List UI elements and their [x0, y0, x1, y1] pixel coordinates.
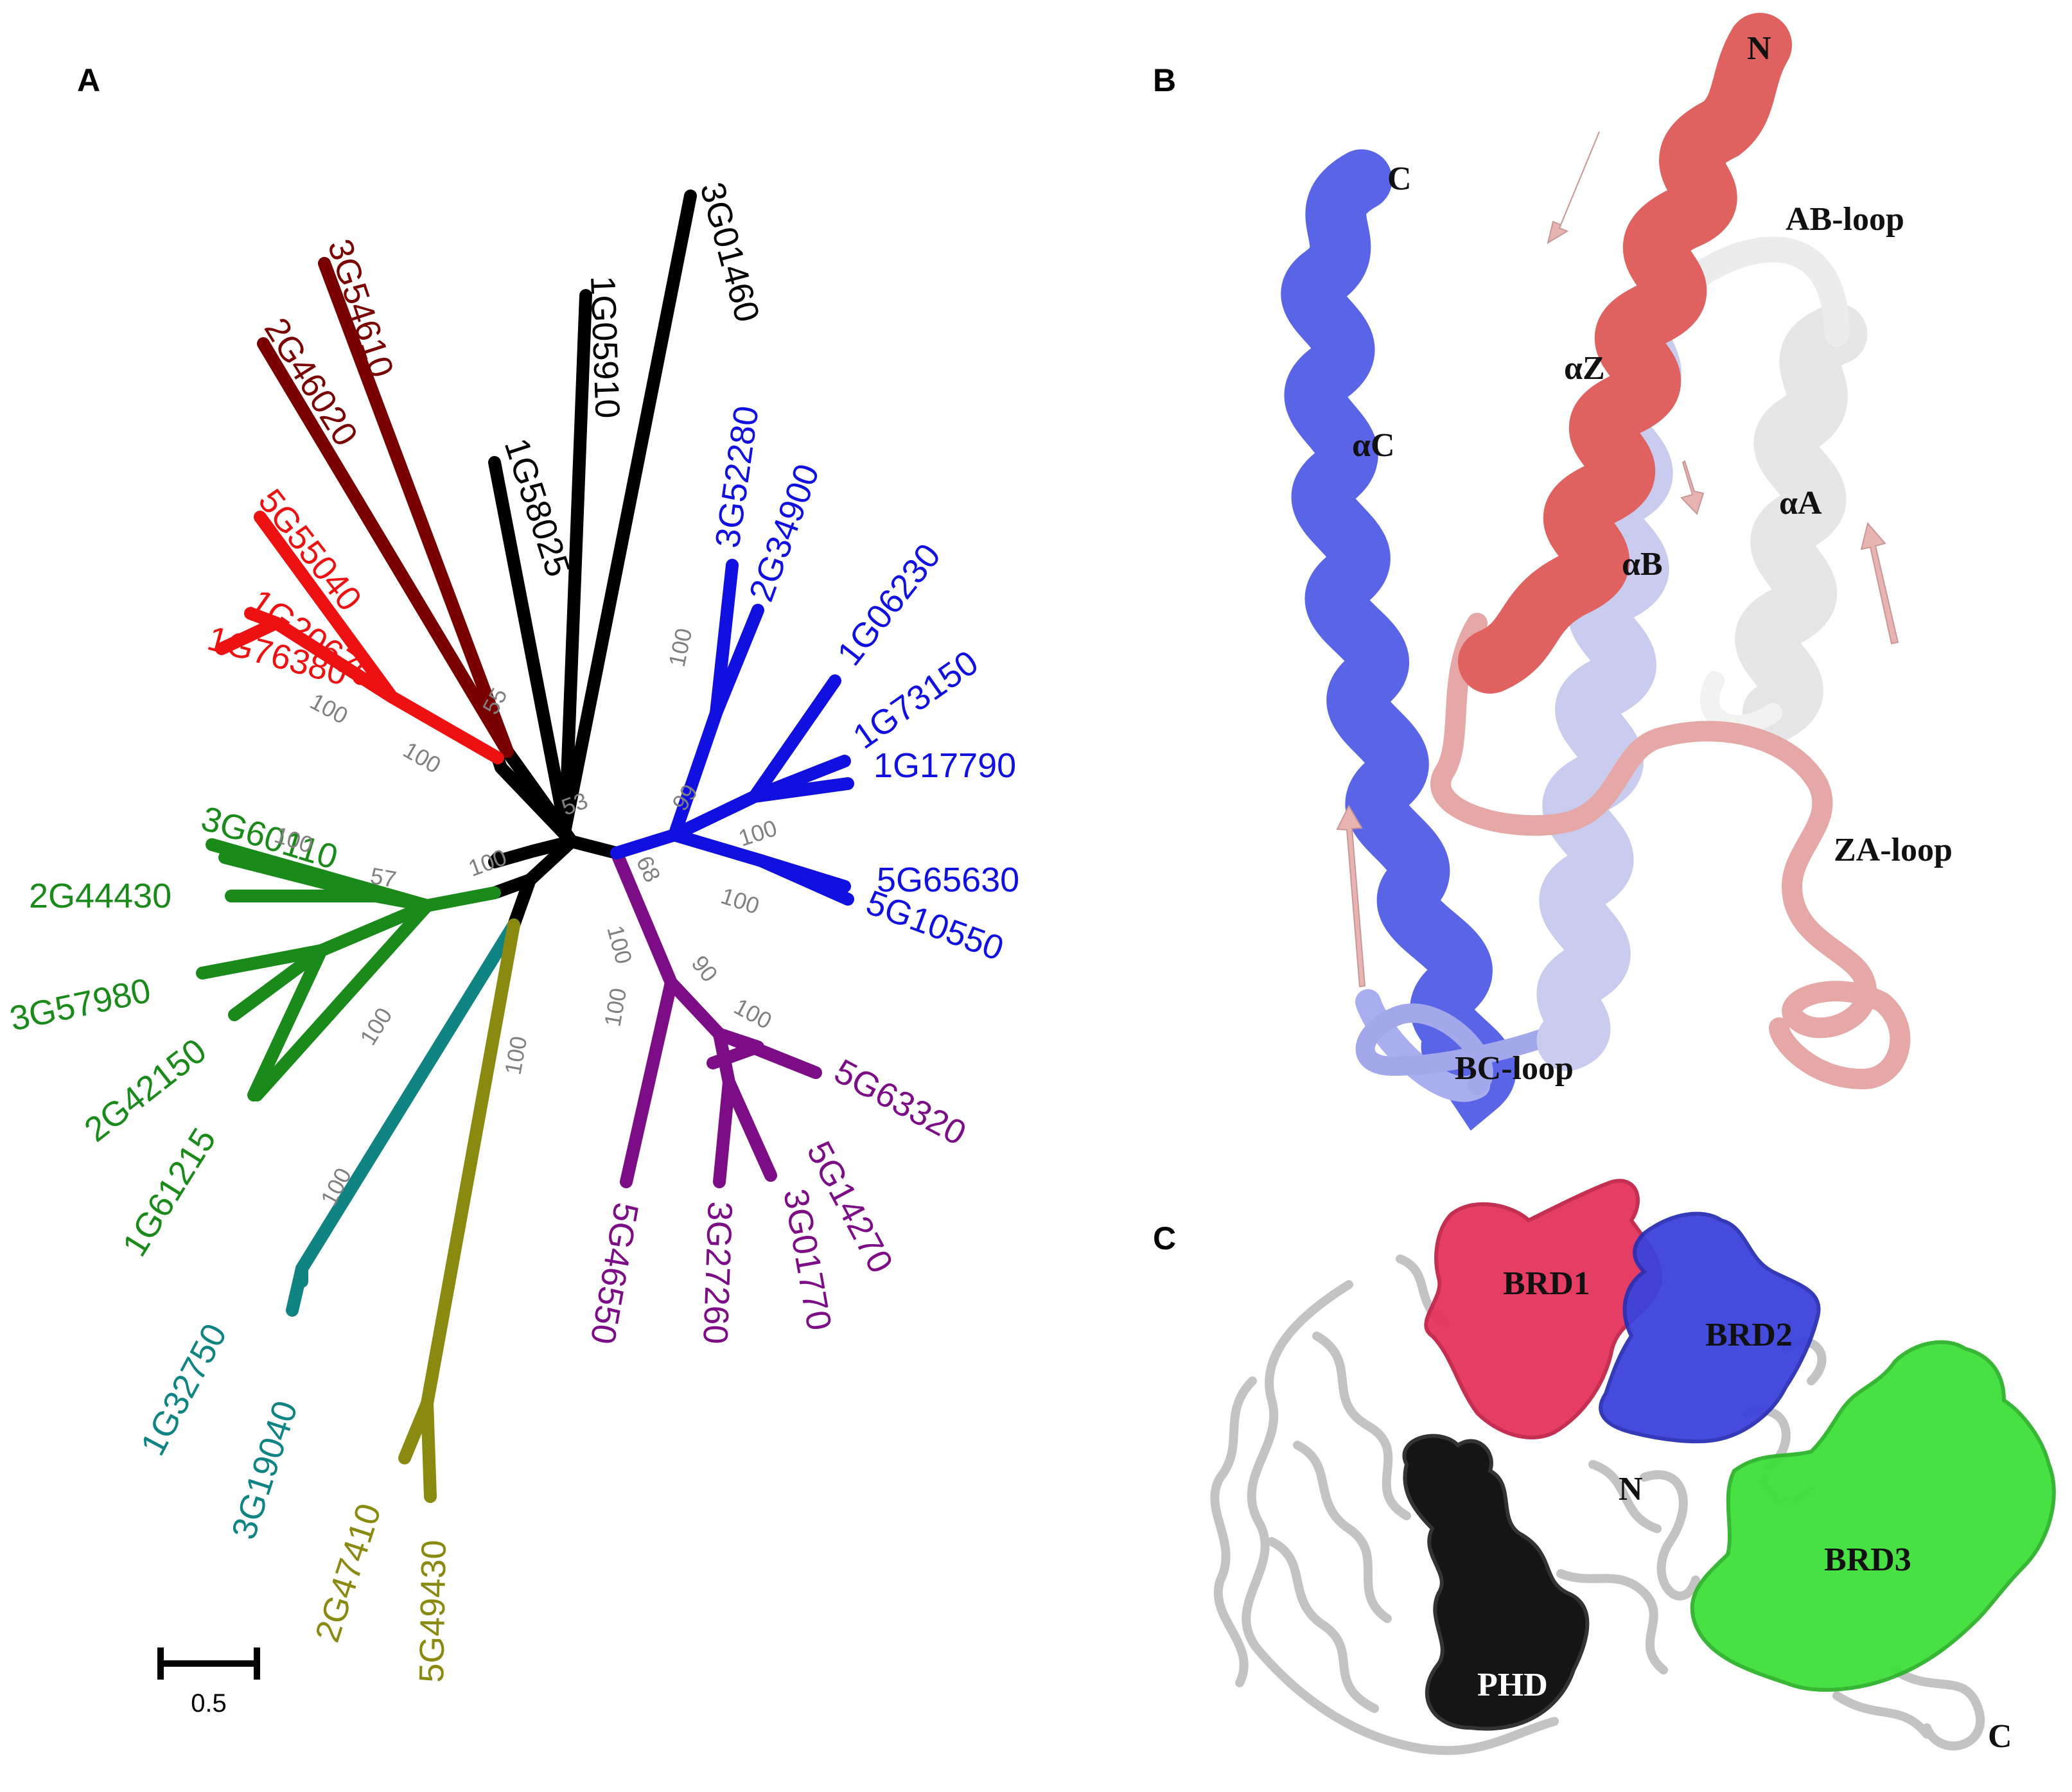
leaf-label: 1G05910	[583, 275, 627, 419]
bootstrap-value: 100	[465, 843, 510, 881]
tree-branches-olive	[398, 918, 520, 1503]
leaf-label: 2G44430	[29, 877, 171, 915]
bootstrap-value: 100	[500, 1034, 532, 1076]
label-alpha-a: αA	[1779, 485, 1822, 522]
brd2-domain-surface	[1599, 1211, 1821, 1444]
brd3-domain-surface	[1690, 1340, 2056, 1692]
phylogenetic-tree-panel: A	[6, 62, 1019, 1717]
helix-alpha-z	[1458, 13, 1792, 694]
label-c-terminus-c: C	[1988, 1718, 2012, 1755]
bootstrap-value: 100	[599, 986, 632, 1028]
bootstrap-values: 55 100 100 53 100 57 100 100 100 100 100…	[272, 626, 780, 1209]
bootstrap-value: 100	[718, 883, 763, 920]
label-alpha-c: αC	[1352, 427, 1395, 464]
ribbon-backbone	[1210, 1254, 1985, 1755]
bootstrap-value: 100	[399, 736, 446, 778]
helix-alpha-c	[1281, 149, 1516, 1131]
bootstrap-value: 100	[602, 922, 637, 967]
direction-arrows	[1336, 131, 1899, 988]
bootstrap-value: 100	[355, 1003, 398, 1050]
bootstrap-value: 57	[369, 863, 399, 893]
bootstrap-value: 100	[306, 688, 352, 729]
leaf-label: 1G06230	[830, 536, 948, 672]
bootstrap-value: 100	[663, 626, 698, 669]
bootstrap-value: 100	[735, 814, 780, 852]
tree-branches-black	[488, 189, 697, 931]
arrow-icon	[1336, 804, 1366, 988]
tree-branches-green	[196, 838, 501, 1102]
label-n-terminus-c: N	[1619, 1471, 1643, 1507]
leaf-label: 1G32750	[134, 1317, 234, 1461]
bromodomain-structure-panel: B	[1153, 13, 1953, 1131]
scale-bar-label: 0.5	[191, 1689, 227, 1717]
label-brd3: BRD3	[1824, 1542, 1911, 1578]
label-alpha-b: αB	[1622, 546, 1663, 583]
leaf-label: 3G54610	[320, 234, 401, 382]
leaf-label: 1G17790	[874, 746, 1016, 785]
za-loop	[1430, 613, 1911, 1090]
bootstrap-value: 100	[315, 1163, 356, 1209]
leaf-label: 3G01460	[692, 179, 766, 326]
label-brd2: BRD2	[1705, 1317, 1793, 1353]
bootstrap-value: 100	[730, 993, 776, 1034]
multidomain-structure-panel: C BRD1 BRD2 BRD3 PHD	[1153, 1179, 2056, 1755]
arrow-icon	[1860, 522, 1899, 645]
leaf-label: 5G65630	[877, 861, 1019, 899]
bootstrap-value: 90	[687, 951, 723, 987]
arrow-icon	[1547, 131, 1600, 245]
panel-label-c: C	[1153, 1220, 1176, 1256]
bc-loop	[1355, 1003, 1564, 1095]
tree-branches-red	[215, 511, 504, 764]
leaf-label: 1G61215	[115, 1121, 224, 1263]
tree-branches-blue	[610, 559, 854, 906]
leaf-label: 3G57980	[6, 971, 154, 1039]
leaf-label: 3G27260	[696, 1201, 739, 1345]
phd-domain-surface	[1402, 1434, 1590, 1731]
label-c-terminus-b: C	[1387, 161, 1412, 197]
panel-label-a: A	[77, 62, 100, 98]
label-brd1: BRD1	[1503, 1265, 1590, 1302]
label-phd: PHD	[1477, 1667, 1548, 1703]
label-za-loop: ZA-loop	[1834, 832, 1953, 868]
leaf-label: 3G52280	[708, 403, 766, 550]
tree-branches-teal	[286, 918, 520, 1317]
scale-bar: 0.5	[157, 1647, 260, 1717]
leaf-label: 5G49430	[412, 1540, 453, 1683]
bootstrap-value: 68	[631, 852, 666, 886]
panel-label-b: B	[1153, 62, 1176, 98]
brd1-domain-surface	[1424, 1179, 1663, 1439]
label-ab-loop: AB-loop	[1786, 201, 1904, 238]
leaf-label: 5G46550	[583, 1200, 646, 1347]
tree-branches-maroon	[257, 257, 514, 758]
arrow-icon	[1680, 460, 1705, 515]
leaf-label: 3G19040	[224, 1396, 305, 1544]
label-n-terminus-b: N	[1747, 30, 1771, 67]
tree-branches-purple	[610, 847, 822, 1188]
leaf-label: 5G63320	[828, 1052, 972, 1153]
helix-alpha-a	[1700, 303, 1868, 744]
label-bc-loop: BC-loop	[1455, 1050, 1574, 1087]
leaf-label: 2G47410	[308, 1499, 389, 1647]
label-alpha-z: αZ	[1564, 350, 1605, 387]
